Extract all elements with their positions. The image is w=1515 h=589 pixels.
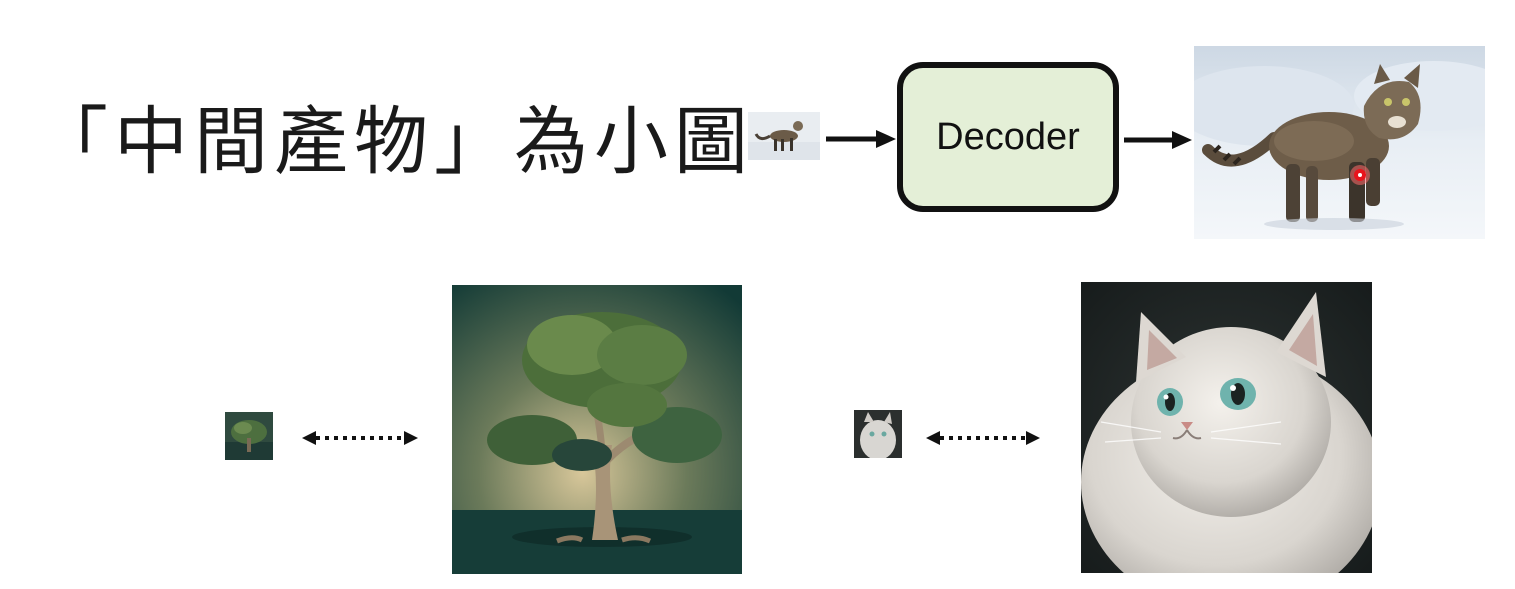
output-arrow xyxy=(1124,131,1192,149)
small-fluffy-cat-thumbnail xyxy=(854,410,902,458)
fluffy-cat-portrait xyxy=(1081,282,1372,573)
decoder-label: Decoder xyxy=(936,115,1080,158)
tree-artwork xyxy=(452,285,742,574)
small-tree-thumbnail xyxy=(225,412,273,460)
decoder-box: Decoder xyxy=(897,62,1119,212)
slide-title: 「中間產物」為小圖 xyxy=(34,99,754,185)
cat-walking-in-snow xyxy=(1194,46,1485,239)
correspondence-arrow-cat xyxy=(926,431,1040,445)
input-arrow xyxy=(826,130,896,148)
correspondence-arrow-tree xyxy=(302,431,418,445)
small-cat-thumbnail xyxy=(748,112,820,160)
